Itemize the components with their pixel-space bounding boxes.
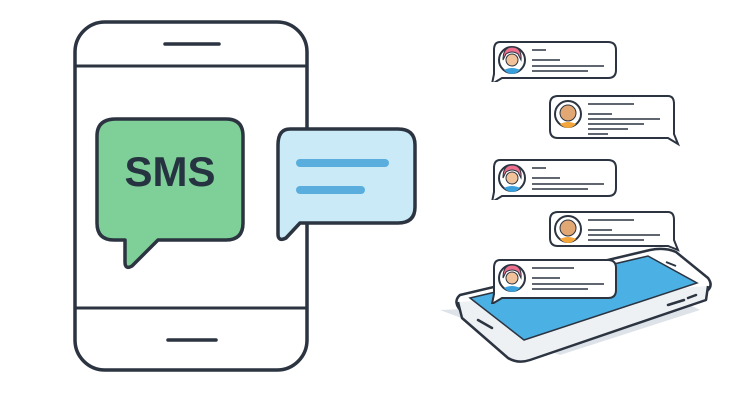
chat-bubble-1 bbox=[491, 41, 617, 82]
chat-bubble-3 bbox=[491, 159, 617, 200]
chat-bubble-2 bbox=[549, 95, 680, 147]
chat-bubble-5 bbox=[490, 259, 617, 304]
group-chat-icon bbox=[440, 247, 712, 363]
chat-bubble-4 bbox=[549, 211, 680, 252]
sms-label: SMS bbox=[124, 148, 216, 195]
chat-stack-illustration bbox=[430, 0, 752, 400]
sms-phone-illustration: SMS bbox=[73, 20, 417, 372]
smartphone-icon bbox=[73, 20, 417, 372]
